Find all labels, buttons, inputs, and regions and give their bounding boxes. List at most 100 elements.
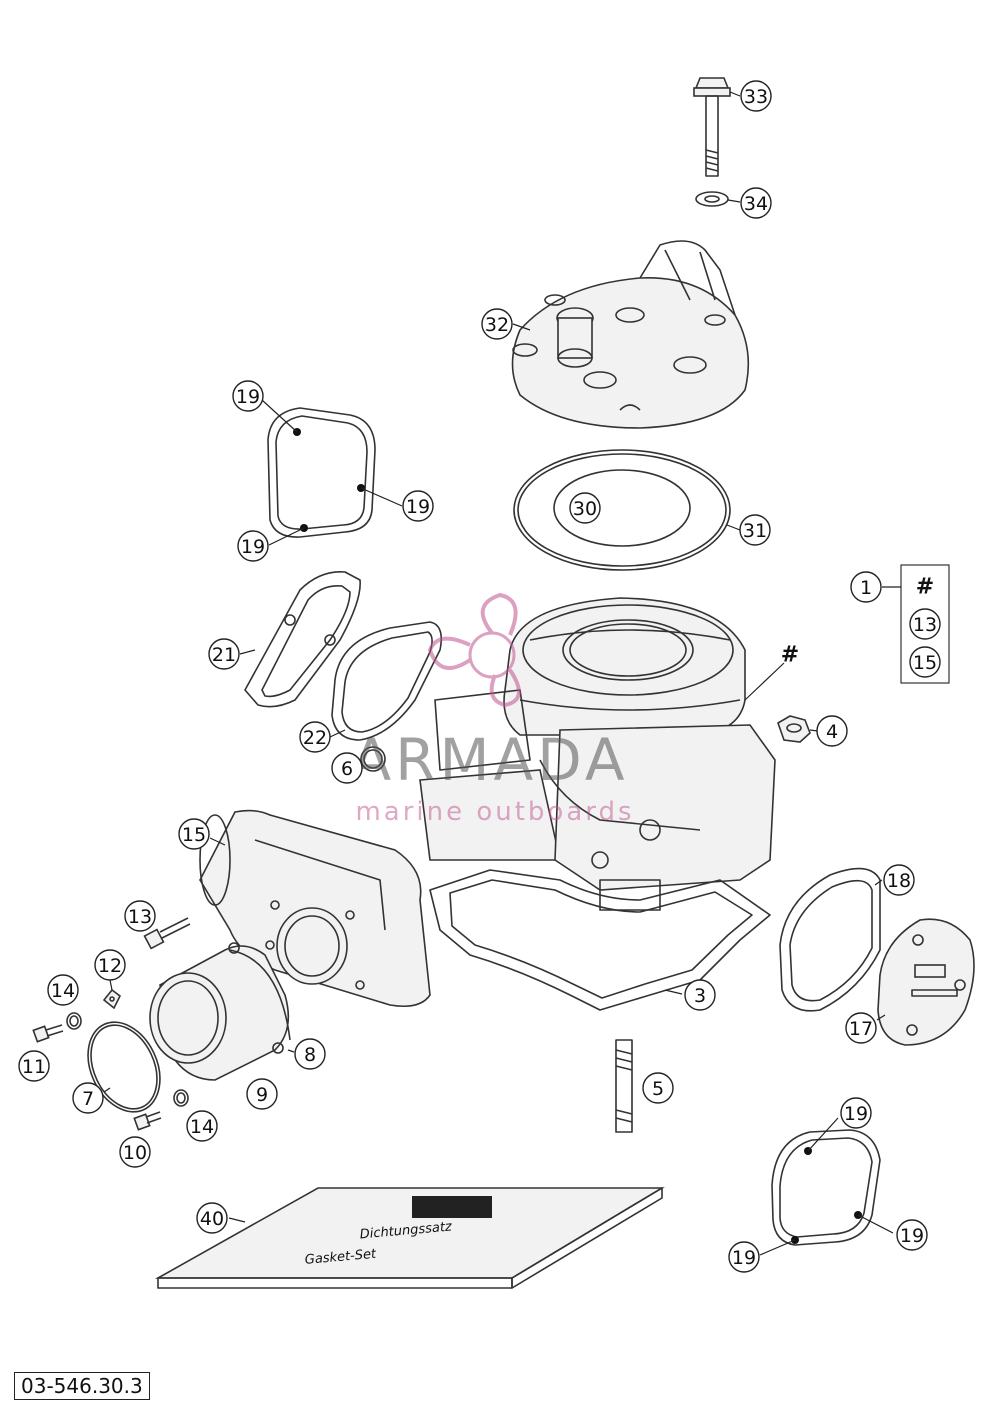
callout-15: 15 bbox=[178, 818, 210, 850]
callout-33: 33 bbox=[740, 80, 772, 112]
callout-circle bbox=[294, 1038, 326, 1070]
callout-number: 18 bbox=[887, 870, 911, 892]
callout-number: 3 bbox=[694, 985, 706, 1007]
callout-number: 10 bbox=[123, 1142, 147, 1164]
part-bolt-33 bbox=[693, 77, 731, 177]
part-gasket-21 bbox=[244, 571, 361, 708]
callout-31: 31 bbox=[739, 514, 771, 546]
callout-number: 34 bbox=[744, 193, 768, 215]
callout-number: 13 bbox=[128, 906, 152, 928]
callout-19: 19 bbox=[840, 1097, 872, 1129]
kit-item-15: 15 bbox=[909, 646, 941, 678]
part-washer-34 bbox=[695, 191, 729, 207]
callout-19: 19 bbox=[237, 530, 269, 562]
callout-number: 31 bbox=[743, 520, 767, 542]
callout-circle bbox=[883, 864, 915, 896]
callout-19: 19 bbox=[402, 490, 434, 522]
part-nut-4 bbox=[777, 715, 811, 743]
callout-17: 17 bbox=[845, 1012, 877, 1044]
callout-circle bbox=[331, 752, 363, 784]
part-flange-9 bbox=[149, 942, 291, 1081]
callout-32: 32 bbox=[481, 308, 513, 340]
callout-number: 7 bbox=[82, 1088, 94, 1110]
part-washer-14a bbox=[66, 1012, 82, 1030]
callout-19: 19 bbox=[728, 1241, 760, 1273]
drawing-code-label: 03-546.30.3 bbox=[14, 1372, 150, 1400]
callout-circle bbox=[569, 492, 601, 524]
part-12 bbox=[102, 988, 122, 1010]
callout-number: 4 bbox=[826, 721, 838, 743]
callout-circle bbox=[18, 1050, 50, 1082]
callout-number: 14 bbox=[190, 1116, 214, 1138]
callout-circle bbox=[237, 530, 269, 562]
callout-circle bbox=[47, 974, 79, 1006]
callout-22: 22 bbox=[299, 721, 331, 753]
part-gasket-18 bbox=[779, 867, 881, 1012]
callout-34: 34 bbox=[740, 187, 772, 219]
part-gasket-22 bbox=[331, 621, 443, 741]
callout-circle bbox=[232, 380, 264, 412]
callout-11: 11 bbox=[18, 1050, 50, 1082]
part-o-ring-7 bbox=[87, 1021, 161, 1113]
package-line-2: Gasket-Set bbox=[304, 1247, 377, 1268]
callout-circle bbox=[124, 900, 156, 932]
callout-circle bbox=[402, 490, 434, 522]
part-o-ring-6 bbox=[360, 746, 386, 772]
part-gasket-package-40: Dichtungssatz Gasket-Set bbox=[154, 1187, 665, 1289]
callout-number: 8 bbox=[304, 1044, 316, 1066]
callout-circle bbox=[186, 1110, 218, 1142]
ktm-logo-icon bbox=[412, 1196, 492, 1218]
callout-number: 19 bbox=[236, 386, 260, 408]
callout-number: 12 bbox=[98, 955, 122, 977]
callout-30: 30 bbox=[569, 492, 601, 524]
part-cylinder bbox=[419, 597, 776, 911]
callout-circle bbox=[684, 979, 716, 1011]
watermark-tagline: marine outboards bbox=[355, 797, 634, 827]
callout-number: 6 bbox=[341, 758, 353, 780]
callout-circle bbox=[845, 1012, 877, 1044]
callout-circle bbox=[299, 721, 331, 753]
part-screw-11 bbox=[32, 1024, 64, 1043]
callout-number: 19 bbox=[844, 1103, 868, 1125]
callout-number: 22 bbox=[303, 727, 327, 749]
callout-3: 3 bbox=[684, 979, 716, 1011]
part-stud-5 bbox=[615, 1039, 633, 1133]
callout-7: 7 bbox=[72, 1082, 104, 1114]
callout-circle bbox=[208, 638, 240, 670]
callout-number: 17 bbox=[849, 1018, 873, 1040]
callout-40: 40 bbox=[196, 1202, 228, 1234]
part-gasket-bottom-right bbox=[771, 1129, 881, 1246]
callout-number: 19 bbox=[241, 536, 265, 558]
callout-14: 14 bbox=[47, 974, 79, 1006]
callout-number: 5 bbox=[652, 1078, 664, 1100]
callout-number: 30 bbox=[573, 498, 597, 520]
callout-circle bbox=[119, 1136, 151, 1168]
callout-19: 19 bbox=[896, 1219, 928, 1251]
part-o-ring-30 bbox=[553, 469, 691, 547]
kit-item-circle bbox=[909, 608, 941, 640]
part-o-ring-31 bbox=[513, 449, 731, 571]
callout-circle bbox=[896, 1219, 928, 1251]
callout-number: 9 bbox=[256, 1084, 268, 1106]
callout-circle bbox=[728, 1241, 760, 1273]
part-cover-17 bbox=[877, 918, 975, 1046]
callout-number: 19 bbox=[732, 1247, 756, 1269]
callout-circle bbox=[740, 187, 772, 219]
kit-item-13: 13 bbox=[909, 608, 941, 640]
callout-number: 19 bbox=[406, 496, 430, 518]
callout-circle bbox=[739, 514, 771, 546]
callout-kit-1: 1 bbox=[850, 571, 882, 603]
callout-number: 33 bbox=[744, 86, 768, 108]
kit-label-circle bbox=[850, 571, 882, 603]
armada-watermark: ARMADA marine outboards bbox=[351, 592, 634, 827]
callout-14: 14 bbox=[186, 1110, 218, 1142]
callout-19: 19 bbox=[232, 380, 264, 412]
kit-hash: # bbox=[916, 575, 934, 600]
callout-6: 6 bbox=[331, 752, 363, 784]
callout-circle bbox=[196, 1202, 228, 1234]
callout-21: 21 bbox=[208, 638, 240, 670]
callout-4: 4 bbox=[816, 715, 848, 747]
part-screw-13 bbox=[143, 917, 191, 950]
callout-9: 9 bbox=[246, 1078, 278, 1110]
